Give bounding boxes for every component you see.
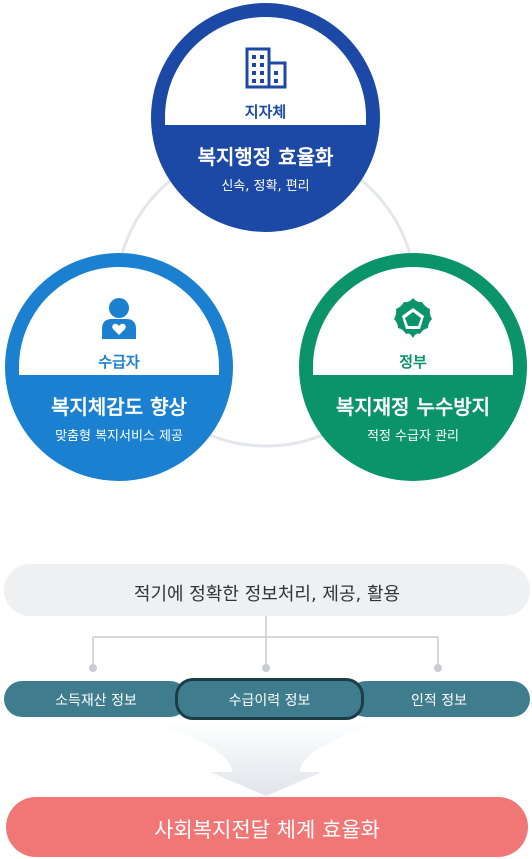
source-pill-history: 수급이력 정보 (175, 678, 364, 720)
government-subtitle: 적정 수급자 관리 (367, 429, 459, 444)
local-gov-circle: 지자체 복지행정 효율화 신속, 정확, 편리 (151, 3, 380, 232)
source-pill-label: 인적 정보 (411, 693, 467, 709)
recipient-circle: 수급자 복지체감도 향상 맞춤형 복지서비스 제공 (5, 253, 233, 481)
local-gov-label: 지자체 (244, 103, 287, 121)
source-pill-label: 수급이력 정보 (228, 693, 311, 709)
government-title: 복지재정 누수방지 (335, 395, 491, 419)
building-icon (165, 45, 366, 95)
person-heart-icon (19, 295, 219, 345)
goal-banner: 사회복지전달 체계 효율화 (6, 797, 528, 857)
process-headline-bar: 적기에 정확한 정보처리, 제공, 활용 (4, 564, 530, 616)
source-pill-personal: 인적 정보 (348, 681, 530, 717)
source-pill-label: 소득재산 정보 (55, 693, 137, 709)
government-label: 정부 (399, 353, 427, 371)
government-emblem-icon (313, 295, 513, 345)
government-circle: 정부 복지재정 누수방지 적정 수급자 관리 (299, 253, 527, 481)
local-gov-subtitle: 신속, 정확, 편리 (221, 179, 310, 194)
recipient-label: 수급자 (98, 353, 140, 371)
recipient-subtitle: 맞춤형 복지서비스 제공 (55, 429, 183, 444)
goal-label: 사회복지전달 체계 효율화 (154, 818, 380, 842)
source-pill-income: 소득재산 정보 (4, 681, 188, 717)
local-gov-title: 복지행정 효율화 (197, 145, 334, 169)
recipient-title: 복지체감도 향상 (51, 395, 187, 419)
process-headline: 적기에 정확한 정보처리, 제공, 활용 (133, 584, 401, 605)
